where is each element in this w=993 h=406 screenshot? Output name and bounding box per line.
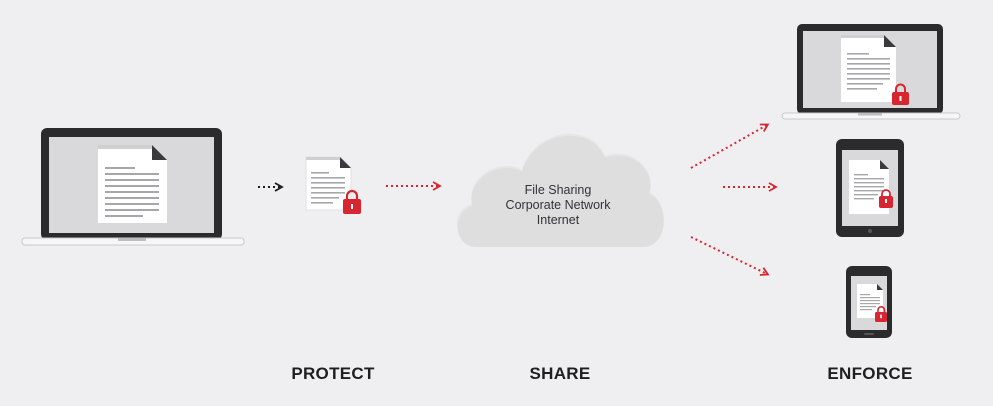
lock-icon	[892, 83, 909, 105]
target-phone-icon	[846, 266, 892, 338]
step-label-protect: PROTECT	[291, 364, 375, 383]
cloud-line-internet: Internet	[536, 213, 580, 227]
arrow-enforce-phone	[690, 236, 770, 276]
arrow-enforce-laptop	[690, 123, 770, 169]
lock-icon	[879, 189, 893, 208]
cloud-line-corporate-network: Corporate Network	[505, 198, 611, 212]
locked-document-icon	[305, 156, 361, 214]
target-laptop-icon	[781, 24, 961, 120]
target-tablet-icon	[836, 139, 904, 237]
cloud-label: File Sharing Corporate Network Internet	[468, 183, 648, 228]
cloud-line-file-sharing: File Sharing	[524, 183, 592, 197]
lock-icon	[875, 306, 887, 322]
document-icon	[98, 145, 167, 223]
step-label-share: SHARE	[529, 364, 591, 383]
step-label-enforce: ENFORCE	[827, 364, 913, 383]
cloud-icon	[456, 133, 664, 247]
source-laptop-icon	[21, 128, 245, 246]
lock-icon	[343, 189, 361, 214]
